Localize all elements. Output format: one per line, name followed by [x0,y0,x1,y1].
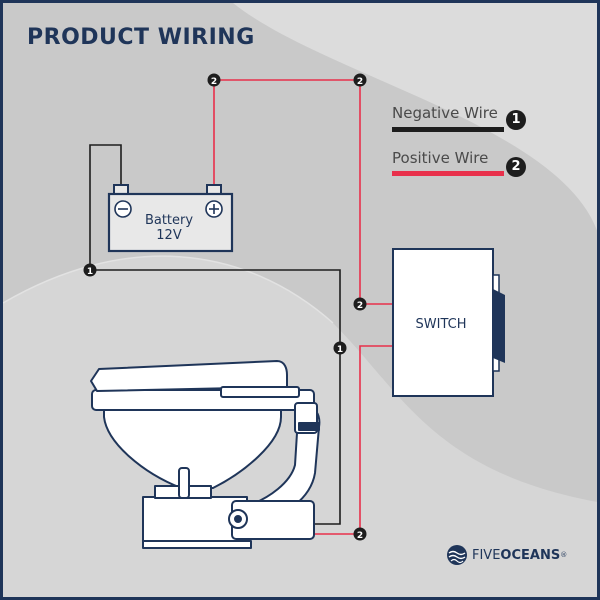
brand-registered-mark: ® [560,551,568,559]
marker-negative: 1 [83,263,97,277]
switch: SWITCH [392,248,505,397]
rocker-button-icon [493,289,505,363]
battery-positive-terminal-icon [205,200,223,218]
svg-text:1: 1 [87,267,93,277]
legend-negative-label: Negative Wire [392,104,498,122]
wave-globe-icon [447,545,467,565]
svg-text:2: 2 [357,301,363,311]
brand-name-part2: OCEANS [500,547,561,563]
battery-label-line1: Battery [145,213,193,228]
svg-text:1: 1 [337,345,343,355]
svg-text:2: 2 [357,77,363,87]
svg-text:2: 2 [211,77,217,87]
toilet-icon [90,360,321,549]
marker-positive: 2 [353,73,367,87]
battery-negative-terminal-icon [114,200,132,218]
wiring-svg: Battery 12V SWITCH [83,73,505,549]
legend-positive-swatch [392,171,504,176]
switch-label: SWITCH [416,317,467,332]
svg-text:2: 2 [357,531,363,541]
page-title: PRODUCT WIRING [27,25,255,50]
legend-positive-marker: 2 [506,157,526,177]
battery: Battery 12V [107,184,234,253]
legend-positive-label: Positive Wire [392,149,489,167]
marker-positive: 2 [353,527,367,541]
marker-negative: 1 [333,341,347,355]
battery-label-line2: 12V [156,228,182,243]
marker-positive: 2 [207,73,221,87]
legend-negative-swatch [392,127,504,132]
marker-positive: 2 [353,297,367,311]
brand-name-part1: FIVE [472,547,501,563]
legend-negative-marker: 1 [506,110,526,130]
wire-markers: 2 2 1 2 1 2 [83,73,367,541]
